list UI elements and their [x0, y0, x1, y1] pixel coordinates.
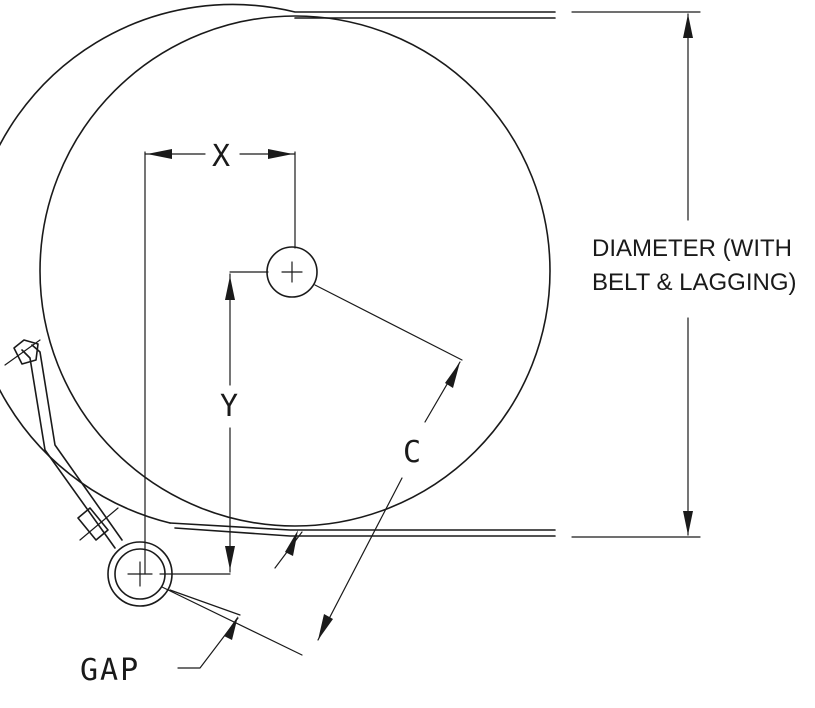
diameter-label-line2: BELT & LAGGING): [592, 269, 797, 296]
diameter-arrow-top: [683, 14, 693, 38]
y-arrow-bottom: [225, 546, 235, 570]
x-arrow-left: [147, 149, 172, 159]
diameter-arrow-bottom: [683, 511, 693, 535]
drive-pulley: [39, 15, 551, 527]
gap-extension-snub: [169, 589, 241, 616]
gap-arrow-snub: [224, 616, 238, 640]
x-arrow-right: [268, 149, 293, 159]
belt-lower-run: [169, 522, 556, 531]
c-label: C: [403, 435, 423, 470]
bracket-adjuster: [77, 507, 109, 541]
y-arrow-top: [225, 276, 235, 300]
c-extension-top: [314, 284, 463, 361]
c-arrow-top: [445, 362, 460, 388]
gap-leader: [177, 617, 239, 669]
y-label: Y: [220, 389, 240, 424]
bracket-bolt: [4, 339, 41, 366]
gap-arrow-belt: [285, 530, 298, 556]
gap-label: GAP: [80, 653, 140, 688]
belt-outer-wrap: [0, 3, 556, 524]
c-dim-line-bottom: [317, 477, 403, 641]
bracket-clamp: [13, 339, 39, 365]
c-arrow-bottom: [318, 614, 333, 640]
diameter-label-line1: DIAMETER (WITH: [592, 235, 792, 262]
c-extension-bottom: [161, 586, 303, 656]
bracket-arm-outer: [21, 349, 116, 549]
bracket-adjuster-bolt: [79, 507, 119, 541]
bracket-arm-inner: [31, 344, 123, 541]
belt-lower-run-inner: [174, 527, 556, 537]
x-label: X: [212, 139, 232, 174]
